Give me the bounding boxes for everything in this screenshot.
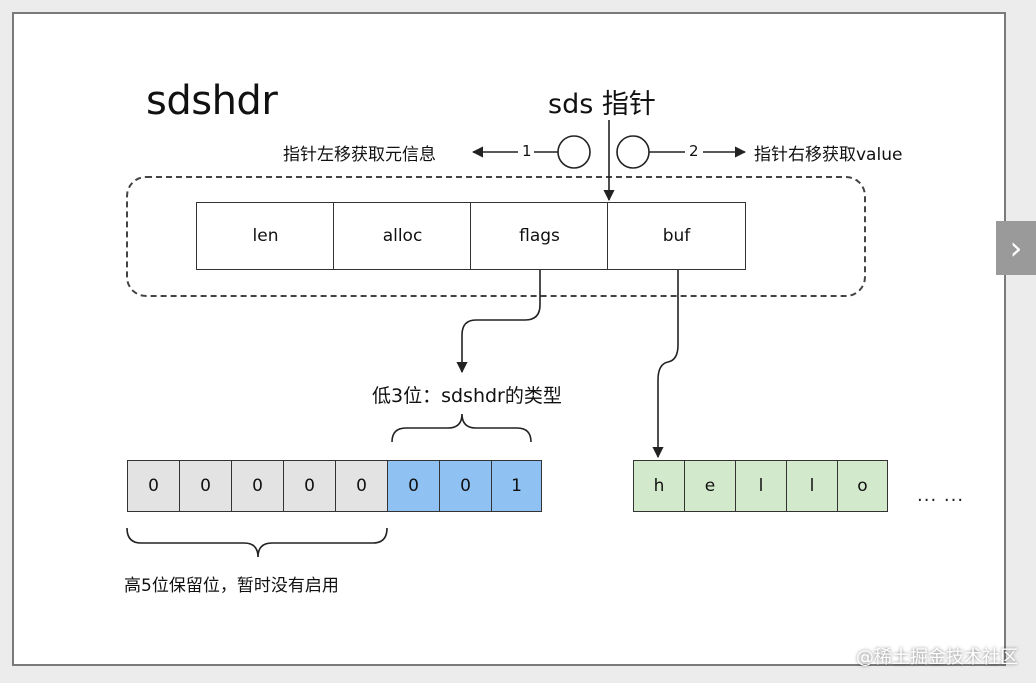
sdshdr-struct-container <box>126 176 866 297</box>
watermark: @稀土掘金技术社区 <box>856 647 1018 668</box>
bit-cell: 0 <box>283 460 336 512</box>
type-bit-cell: 0 <box>439 460 492 512</box>
left-arrow-label: 指针左移获取元信息 <box>283 145 436 165</box>
bit-cell: 0 <box>231 460 284 512</box>
field-flags: flags <box>470 202 609 270</box>
type-bit-cell: 1 <box>491 460 542 512</box>
flags-annotation: 低3位：sdshdr的类型 <box>372 385 562 407</box>
right-arrow-label: 指针右移获取value <box>754 145 903 165</box>
buf-char-cell: e <box>684 460 736 512</box>
field-buf: buf <box>607 202 746 270</box>
buf-char-cell: o <box>837 460 888 512</box>
reserved-bits-annotation: 高5位保留位，暂时没有启用 <box>124 576 339 596</box>
buf-char-cell: l <box>735 460 787 512</box>
left-arrow-step: 1 <box>522 142 532 160</box>
reserved-bits-brace <box>126 527 388 558</box>
diagram-title: sdshdr <box>146 78 278 124</box>
type-bits-brace <box>391 413 532 443</box>
right-arrow-step: 2 <box>689 142 699 160</box>
diagram-frame <box>12 12 1006 666</box>
right-pointer-circle <box>616 135 650 169</box>
chevron-right-icon: › <box>1009 229 1023 267</box>
bit-cell: 0 <box>335 460 388 512</box>
buf-connector <box>652 270 679 459</box>
left-pointer-circle <box>557 135 591 169</box>
buf-char-cell: l <box>786 460 838 512</box>
flags-connector <box>456 270 541 374</box>
field-len: len <box>196 202 335 270</box>
field-alloc: alloc <box>333 202 472 270</box>
buf-char-cell: h <box>633 460 685 512</box>
buf-ellipsis: ... ... <box>917 485 965 506</box>
sds-pointer-label: sds 指针 <box>548 89 656 120</box>
next-slide-button[interactable]: › <box>996 221 1036 275</box>
